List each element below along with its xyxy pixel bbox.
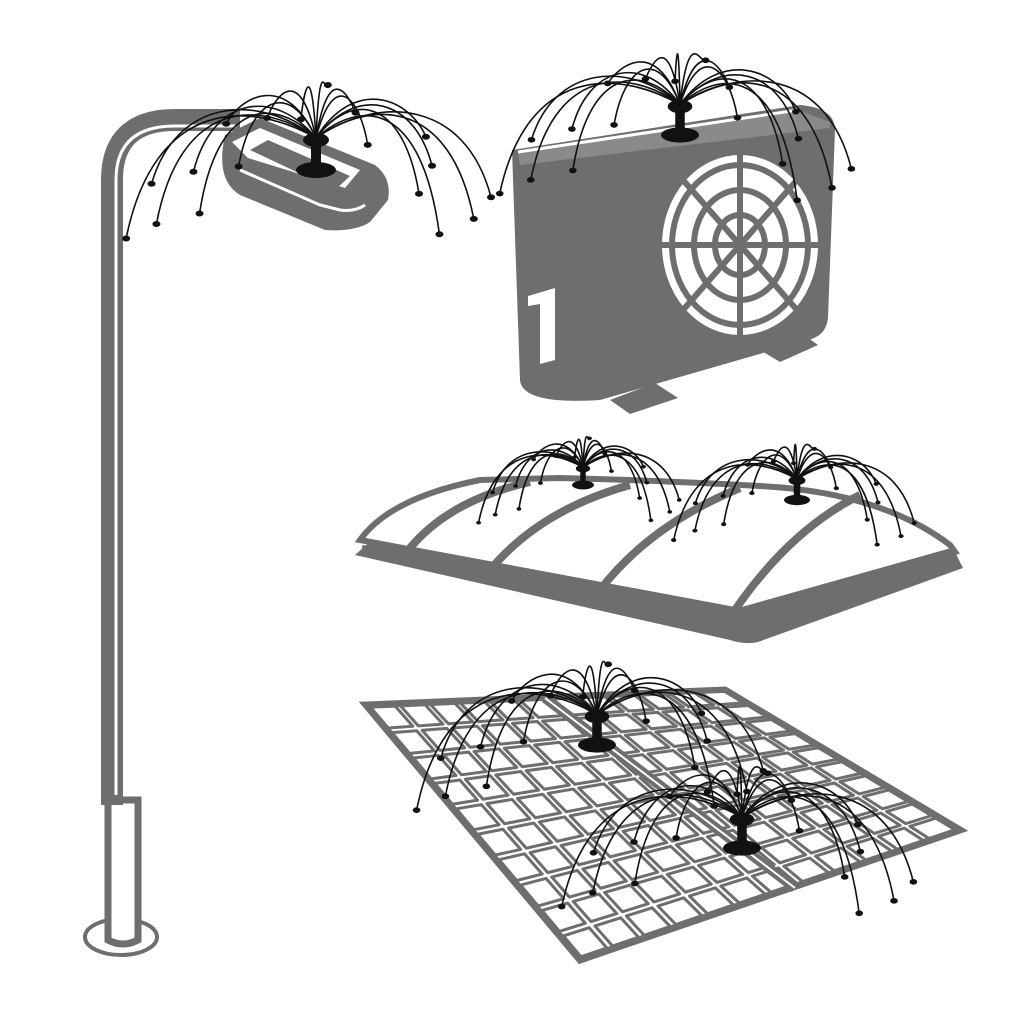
solar-cell: [550, 868, 597, 899]
ac-handle: [528, 288, 555, 364]
solar-cell: [838, 774, 887, 796]
solar-cell: [876, 826, 925, 851]
solar-cell: [568, 809, 615, 836]
solar-cell: [815, 760, 863, 781]
bird-spike-icon: [557, 766, 918, 917]
solar-cell: [665, 865, 713, 894]
solar-cell: [502, 744, 549, 769]
bird-spike-icon: [495, 53, 856, 204]
solar-cell: [624, 906, 672, 937]
solar-cell: [623, 731, 671, 753]
solar-cell: [559, 838, 606, 867]
bird-spike-icon: [476, 435, 682, 525]
solar-cell: [507, 821, 554, 850]
solar-cell: [861, 788, 910, 811]
ac-foot-left: [610, 383, 678, 414]
solar-cell: [472, 747, 519, 773]
solar-cell: [631, 710, 678, 731]
solar-cell: [494, 770, 541, 796]
solar-cell: [590, 831, 638, 859]
bird-spike-icon: [412, 660, 768, 813]
air-conditioner-icon: [512, 105, 835, 414]
solar-cell: [561, 926, 609, 959]
solar-cell: [782, 856, 830, 884]
dome-top: [354, 474, 960, 615]
solar-cell: [399, 703, 445, 728]
solar-cell: [652, 816, 700, 843]
bird-spike-icon: [122, 81, 496, 242]
lamp-pole-base: [104, 796, 142, 948]
solar-cell: [497, 852, 544, 882]
solar-cell: [524, 765, 571, 791]
solar-cell: [390, 729, 436, 755]
street-lamp-icon: [83, 109, 389, 957]
skylight-dome-icon: [354, 474, 963, 644]
solar-cell: [908, 816, 957, 841]
solar-cell: [737, 820, 785, 846]
solar-panel-icon: [358, 686, 969, 965]
ac-fan-grille: [658, 151, 822, 339]
solar-cell: [577, 782, 624, 808]
solar-cell: [612, 852, 660, 881]
solar-cell: [721, 703, 769, 722]
solar-cell: [546, 787, 593, 814]
solar-cell: [442, 750, 488, 777]
lamp-pole-highlight: [114, 124, 236, 795]
bird-spike-icon: [671, 443, 917, 547]
solar-cell: [759, 838, 808, 865]
solar-cell: [656, 896, 704, 926]
solar-cell: [533, 740, 580, 765]
solar-cell: [537, 815, 585, 843]
solar-cell: [761, 751, 809, 772]
solar-cell: [476, 827, 523, 857]
solar-cell: [603, 883, 650, 914]
solar-cell: [885, 802, 934, 826]
solar-cell: [784, 766, 832, 788]
solar-cell: [516, 792, 563, 820]
solar-cell: [555, 761, 602, 786]
solar-cell: [454, 803, 501, 832]
solar-cell: [646, 748, 694, 771]
solar-cell: [697, 856, 745, 884]
solar-cell: [450, 724, 497, 749]
solar-cell: [698, 690, 746, 707]
solar-cell: [674, 836, 722, 864]
solar-cell: [541, 717, 588, 740]
solar-cell: [593, 916, 641, 948]
solar-cell: [677, 744, 724, 766]
solar-cell: [485, 797, 532, 826]
lamp-pole: [101, 109, 240, 805]
solar-cell: [768, 732, 816, 751]
solar-cell: [428, 701, 475, 726]
solar-cell: [601, 713, 648, 734]
solar-cell: [571, 892, 619, 924]
solar-cell: [791, 746, 840, 766]
solar-cell: [634, 874, 682, 904]
solar-cell: [707, 740, 755, 761]
solar-cell: [719, 876, 767, 905]
solar-cell: [737, 736, 786, 756]
bird-spikes: [122, 53, 918, 917]
solar-cell: [369, 704, 415, 730]
solar-cell: [585, 757, 633, 781]
solar-cell: [411, 753, 458, 781]
solar-cell: [599, 803, 646, 829]
solar-cell: [643, 844, 691, 873]
solar-cells: [369, 690, 957, 959]
solar-cell: [745, 718, 793, 736]
solar-cell: [687, 886, 735, 916]
